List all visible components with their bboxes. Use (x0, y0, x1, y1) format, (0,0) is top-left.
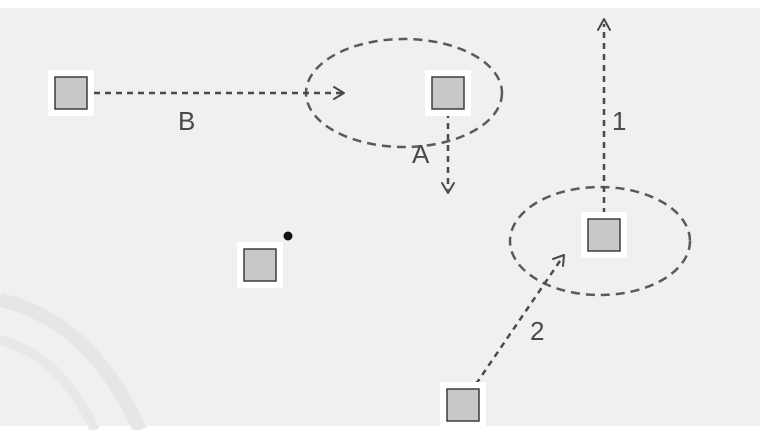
label-1: 1 (612, 106, 626, 136)
node-a (425, 70, 471, 116)
node-middle (237, 242, 283, 288)
diagram-background (0, 8, 760, 426)
node-bottom (440, 382, 486, 428)
cluster-ring-1 (508, 185, 692, 297)
node-marker-dot (283, 231, 293, 241)
background-swirl (0, 293, 147, 430)
label-a: A (412, 139, 430, 169)
label-2: 2 (530, 316, 544, 346)
label-b: B (178, 106, 195, 136)
arrow-a (441, 112, 455, 194)
arrow-1 (597, 18, 611, 214)
arrow-b (94, 86, 345, 100)
node-1 (581, 212, 627, 258)
background-swirl (0, 335, 100, 430)
node-left (48, 70, 94, 116)
arrow-2 (474, 254, 565, 385)
